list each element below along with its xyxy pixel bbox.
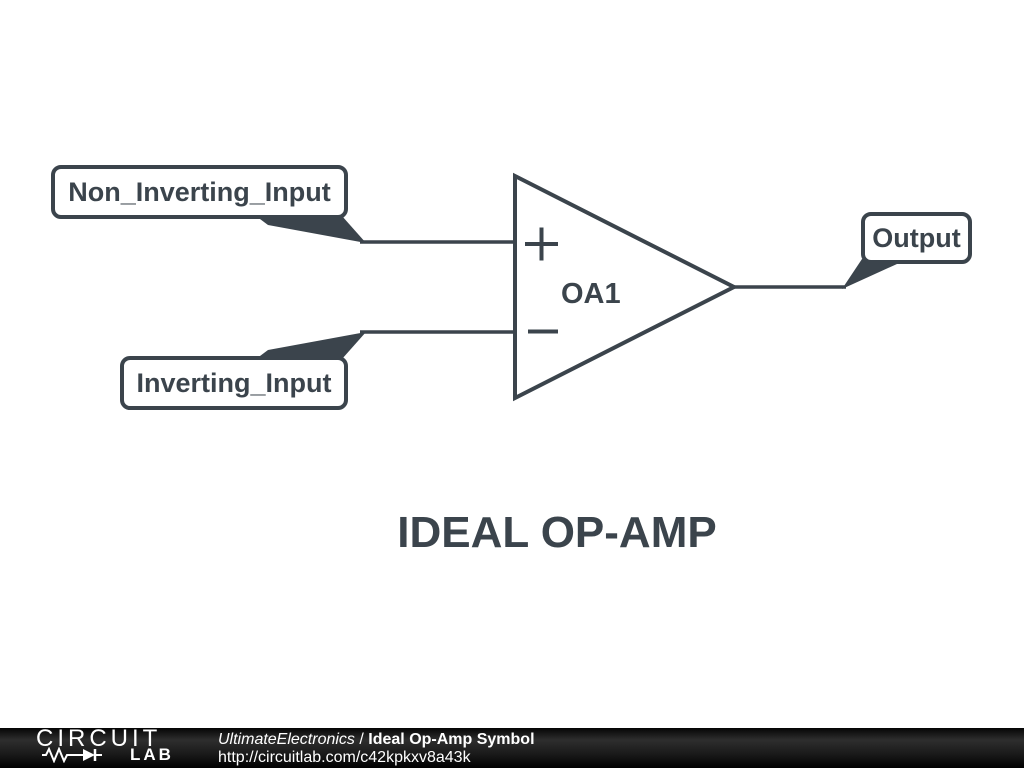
- opamp-designator: OA1: [561, 278, 621, 310]
- attribution-separator: /: [354, 731, 369, 748]
- schematic-drawing: OA1: [256, 172, 908, 402]
- schematic-caption: IDEAL OP-AMP: [397, 508, 717, 557]
- attribution-line: UltimateElectronics / Ideal Op-Amp Symbo…: [218, 731, 535, 749]
- circuitlab-logo[interactable]: CIRCUIT LAB: [36, 725, 196, 767]
- attribution-bar: CIRCUIT LAB UltimateElectronics / Ideal …: [0, 725, 1024, 768]
- flag-inverting-input-label: Inverting_Input: [136, 367, 332, 398]
- flag-tail-noninverting: [256, 216, 366, 243]
- circuitlab-logo-lab: LAB: [130, 745, 174, 764]
- flag-inverting-input: Inverting_Input: [120, 356, 348, 410]
- flag-output: Output: [861, 212, 972, 264]
- flag-output-label: Output: [872, 222, 961, 253]
- attribution-author: UltimateElectronics: [218, 731, 355, 748]
- flag-non-inverting-input: Non_Inverting_Input: [51, 165, 348, 219]
- plus-input-icon: [525, 227, 558, 261]
- attribution-title: Ideal Op-Amp Symbol: [368, 731, 535, 748]
- opamp-triangle: [513, 172, 739, 402]
- circuitlab-logo-word: CIRCUIT: [36, 725, 162, 752]
- circuit-url[interactable]: http://circuitlab.com/c42kpkxv8a43k: [218, 749, 471, 766]
- resistor-diode-icon: [42, 747, 102, 763]
- flag-non-inverting-input-label: Non_Inverting_Input: [68, 176, 331, 207]
- flag-tail-output: [842, 259, 908, 289]
- flag-tail-inverting: [256, 332, 366, 359]
